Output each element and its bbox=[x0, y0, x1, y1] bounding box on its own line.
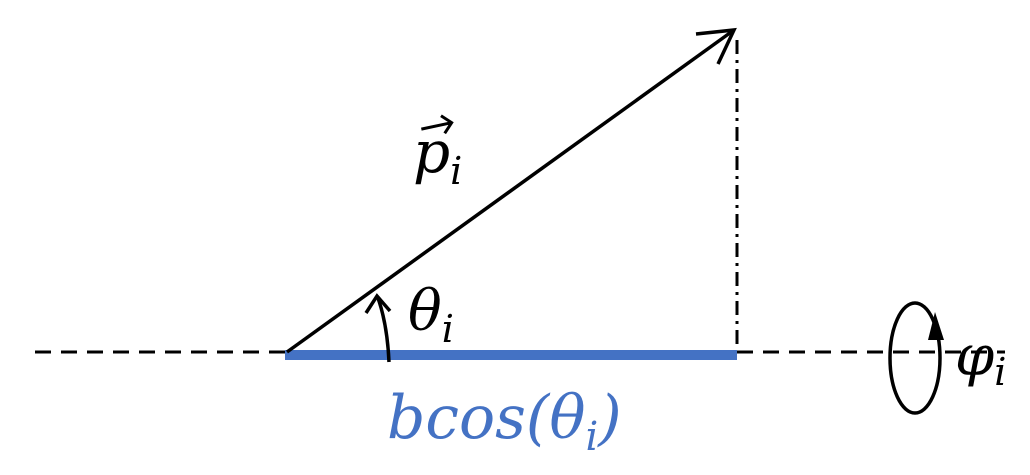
vector-p-label: pi bbox=[413, 114, 462, 193]
theta-label: θi bbox=[408, 279, 454, 351]
vector-p-arrow bbox=[285, 28, 736, 354]
phi-rotation-ellipse bbox=[888, 301, 942, 415]
phi-arrowhead bbox=[928, 312, 944, 340]
vector-p-symbol: p bbox=[413, 118, 450, 186]
phi-symbol: φ bbox=[955, 324, 994, 389]
phi-label: φi bbox=[955, 324, 1006, 394]
vector-arrowhead bbox=[695, 27, 737, 65]
projection-label: bcos(θi) bbox=[387, 383, 622, 460]
theta-arc-arrow bbox=[376, 297, 391, 363]
svg-text:pi: pi bbox=[413, 118, 462, 193]
vector-accent-arrow bbox=[421, 114, 454, 135]
projection-close-paren: ) bbox=[596, 383, 621, 453]
projection-main: bcos(θ bbox=[387, 383, 585, 453]
theta-symbol: θ bbox=[408, 279, 442, 344]
vector-p-subscript: i bbox=[450, 149, 462, 193]
theta-arrowhead bbox=[364, 293, 392, 314]
theta-subscript: i bbox=[442, 307, 454, 351]
phi-subscript: i bbox=[994, 350, 1006, 394]
projection-subscript: i bbox=[585, 414, 598, 460]
